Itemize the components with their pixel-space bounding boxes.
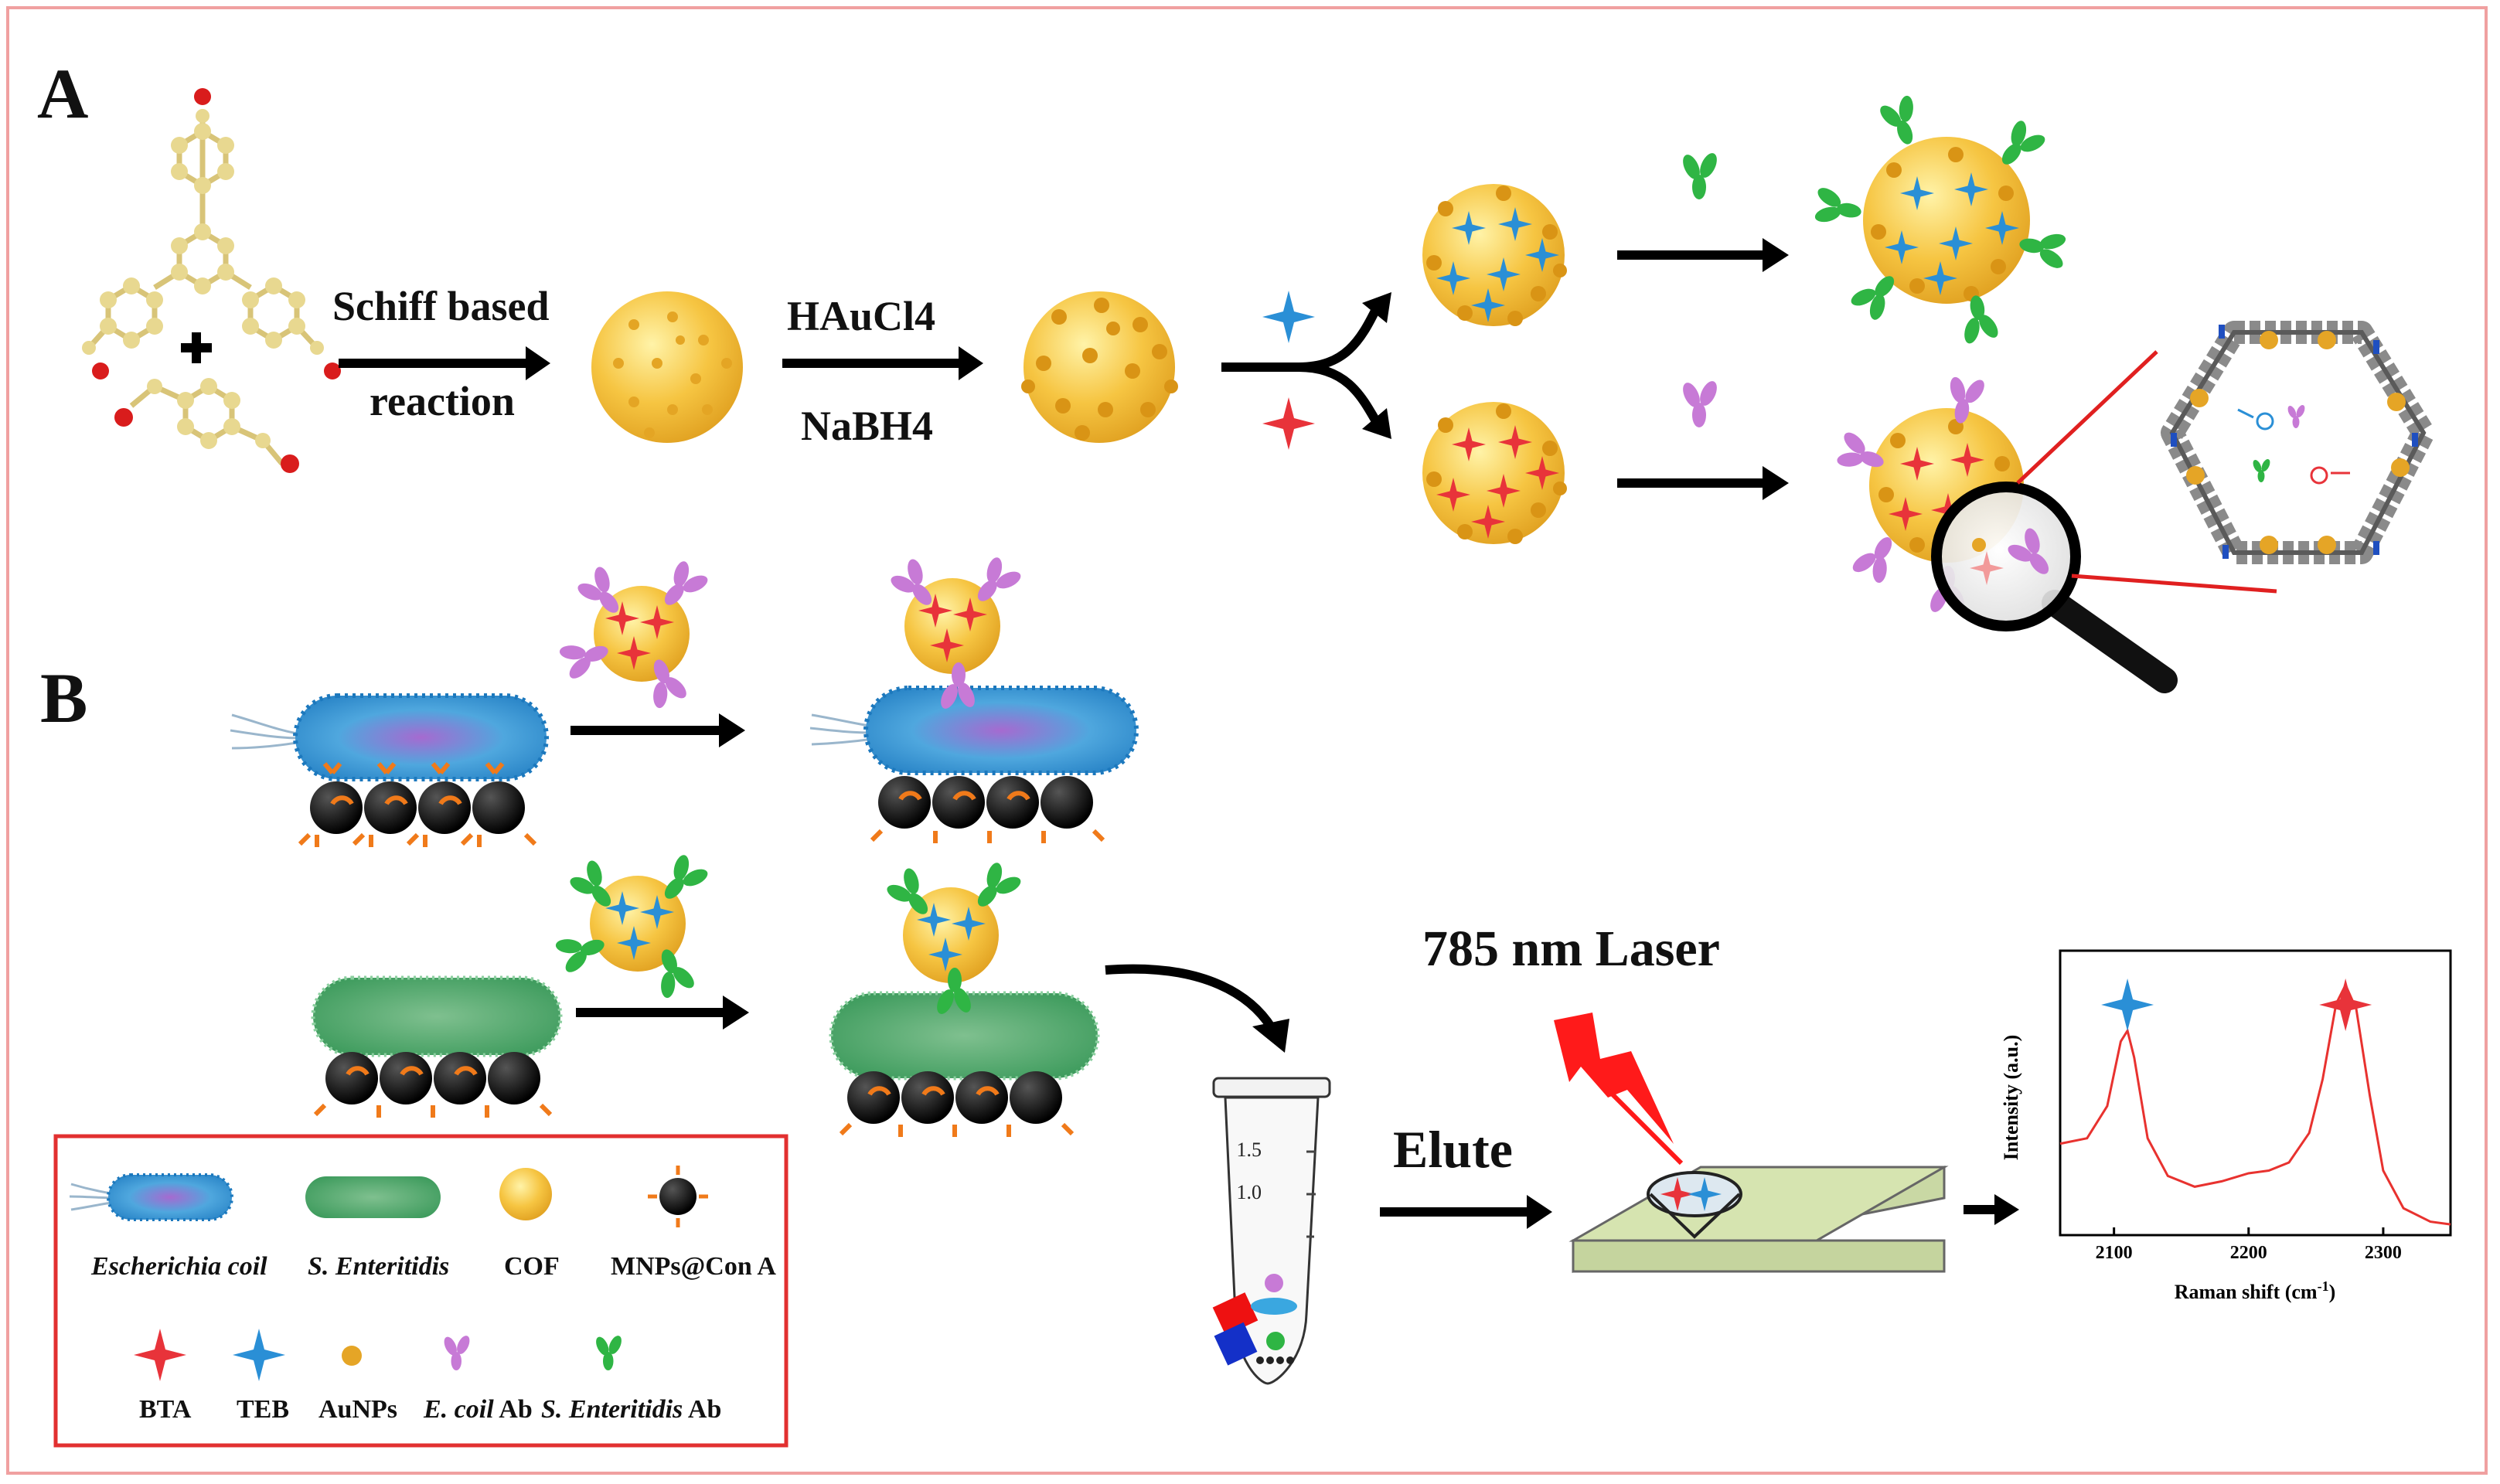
cof-aunp-sphere [1021, 291, 1178, 443]
linker-molecule [129, 383, 284, 466]
spectrum-tick-label: 2100 [2096, 1243, 2133, 1263]
sent-sandwich [829, 855, 1100, 1137]
substrate-plate [1568, 1166, 1949, 1273]
legend-label-ecoli: Escherichia coil [91, 1252, 267, 1281]
legend-mnp-icon [648, 1166, 708, 1227]
legend-label-mnp: MNPs@Con A [611, 1252, 776, 1281]
teb-probe [1809, 90, 2072, 348]
sent-mnp-complex [311, 975, 563, 1118]
panel-a-label: A [37, 54, 89, 133]
legend-label-teb: TEB [237, 1395, 290, 1424]
synthesis-arrows [339, 346, 983, 380]
ecoli-ab-reagent [1679, 378, 1721, 427]
antibody-arrows [1617, 238, 1789, 500]
cof-pore-structure [2161, 321, 2435, 564]
cof-bta-sphere [1422, 402, 1567, 544]
spectrum-xlabel-sup: -1 [2318, 1278, 2329, 1294]
figure-frame [6, 6, 2488, 1475]
laser-label: 785 nm Laser [1422, 921, 1720, 977]
elute-label: Elute [1393, 1120, 1513, 1179]
legend-ecoli-ab-italic: E. coil [424, 1395, 494, 1424]
legend-ecoli-ab-suffix: Ab [493, 1395, 533, 1424]
legend-label-aunps: AuNPs [318, 1395, 398, 1424]
legend-sent-ab-italic: S. Enteritidis [541, 1395, 683, 1424]
legend-ecoli-icon [69, 1173, 233, 1221]
teb-probe-small [550, 847, 714, 1003]
legend-icons [69, 1166, 708, 1381]
zoom-lines [2016, 350, 2277, 594]
legend-label-cof: COF [504, 1252, 560, 1281]
legend-sent-ab-suffix: Ab [683, 1395, 722, 1424]
spectrum-plot-area [2059, 949, 2452, 1237]
spectrum-xlabel-end: ) [2329, 1281, 2336, 1303]
panel-b-label: B [40, 659, 88, 737]
eppendorf-tube [1212, 1077, 1331, 1385]
ecoli-capture-arrow [571, 713, 745, 747]
branch-arrowheads [1362, 292, 1391, 439]
plus-sign [181, 332, 212, 363]
bta-star-reagent [1262, 397, 1315, 450]
sent-ab-reagent [1679, 150, 1721, 199]
sent-capture-arrow [576, 996, 749, 1030]
legend-label-ecoli-ab: E. coil Ab [424, 1395, 533, 1424]
spectrum-tick-label: 2200 [2230, 1243, 2267, 1263]
spectrum-xlabel: Raman shift (cm-1) [2175, 1278, 2336, 1303]
to-tube-arrow [1105, 964, 1289, 1053]
haucl4-label: HAuCl4 [787, 293, 936, 339]
bta-probe-small [554, 553, 714, 713]
spectrum-series-line [2059, 982, 2451, 1226]
bta-peak-marker [2319, 979, 2372, 1031]
schiff-label-line1: Schiff based [332, 283, 550, 329]
legend-label-sent-ab: S. Enteritidis Ab [541, 1395, 721, 1424]
ecoli-sandwich [809, 550, 1139, 843]
nabh4-label: NaBH4 [801, 403, 934, 449]
spectrum-peak-markers [2101, 979, 2372, 1031]
legend-cof-icon [499, 1168, 552, 1220]
spectrum-x-ticks: 2100 2200 2300 [2096, 1227, 2402, 1263]
teb-peak-marker [2101, 979, 2154, 1031]
tfb-atoms [82, 88, 341, 380]
cof-sphere [591, 291, 743, 443]
elute-arrow [1380, 1195, 1552, 1229]
legend-label-sent: S. Enteritidis [308, 1252, 450, 1281]
legend-label-bta: BTA [139, 1395, 192, 1424]
laser-bolt-icon [1554, 1013, 1684, 1166]
cof-teb-sphere [1422, 184, 1567, 326]
tube-mark-1-5: 1.5 [1237, 1139, 1262, 1161]
teb-star-reagent [1262, 291, 1315, 343]
raman-spectrum-chart: 2100 2200 2300 [2059, 949, 2452, 1263]
to-spectrum-arrow [1964, 1194, 2019, 1225]
schiff-label-line2: reaction [370, 378, 515, 424]
linker-atoms [114, 378, 299, 473]
legend-sent-icon [305, 1176, 441, 1218]
tube-mark-1-0: 1.0 [1237, 1181, 1262, 1203]
spectrum-xlabel-main: Raman shift (cm [2175, 1281, 2318, 1303]
spectrum-ylabel: Intensity (a.u.) [2000, 1035, 2022, 1161]
spectrum-tick-label: 2300 [2365, 1243, 2402, 1263]
ecoli-mnp-complex [230, 693, 549, 847]
branch-arrow [1221, 307, 1381, 424]
magnifier [1931, 482, 2178, 693]
